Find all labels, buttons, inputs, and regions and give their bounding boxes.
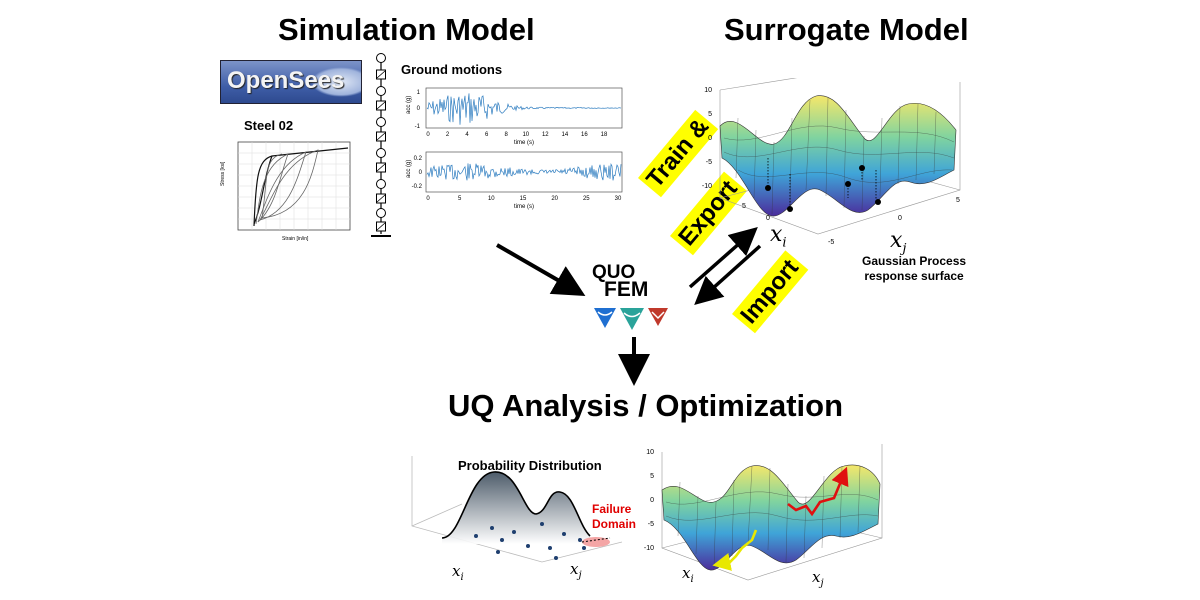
ground-motion-1-plot: acc (g) 1 0 -1 0 2 4 6 8 10 12 14 16 18 time (s) [406, 87, 623, 146]
opt-ztick: 0 [650, 497, 654, 504]
gm2-ytick: 0.2 [414, 156, 423, 162]
ground-motion-2-plot: acc (g) 0.2 0 -0.2 0 5 10 15 20 25 30 time (s) [406, 151, 623, 210]
opensees-logo: OpenSees [220, 60, 362, 104]
surf-ztick: 10 [704, 87, 712, 94]
sim-to-quofem-arrow [496, 243, 586, 296]
quofem-fem-text: FEM [604, 278, 649, 301]
gm2-xlabel: time (s) [514, 204, 534, 210]
hysteresis-ylabel: Stress [ksi] [220, 161, 226, 186]
steel02-label: Steel 02 [244, 118, 294, 133]
gm2-ytick: -0.2 [412, 184, 423, 190]
opt-ztick: 5 [650, 473, 654, 480]
gp-caption: Gaussian Process response surface [862, 254, 967, 283]
surrogate-xi-label: xi [770, 222, 787, 251]
surrogate-model-heading: Surrogate Model [724, 12, 969, 47]
axis-tick-label: 10 [522, 132, 529, 138]
surrogate-surface-plot: 10 5 0 -5 -10 0 5 -5 0 5 [702, 78, 961, 246]
probability-distribution-label: Probability Distribution [458, 458, 602, 473]
import-arrow [694, 244, 762, 306]
quofem-quo-text: QUO [592, 262, 636, 283]
axis-tick-label: 14 [562, 132, 569, 138]
steel-hysteresis-plot: Stress [ksi] Strain [in/in] [220, 141, 351, 242]
axis-tick-label: 30 [615, 196, 622, 202]
gm1-ytick: 1 [417, 90, 421, 96]
axis-tick-label: 12 [542, 132, 549, 138]
axis-tick-label: 4 [465, 132, 469, 138]
surf-xtick: 5 [742, 203, 746, 210]
axis-tick-label: 8 [505, 132, 509, 138]
opt-ztick: 10 [646, 449, 654, 456]
gm1-ylabel: acc (g) [406, 96, 412, 114]
surf-ztick: 5 [708, 111, 712, 118]
gm1-xlabel: time (s) [514, 140, 534, 146]
quofem-logo-icon [594, 308, 668, 330]
surf-ztick: -5 [706, 159, 712, 166]
surf-ytick: 0 [898, 215, 902, 222]
opt-xi-label: xi [682, 564, 694, 585]
axis-tick-label: 18 [601, 132, 608, 138]
axis-tick-label: 5 [458, 196, 462, 202]
surf-ytick: 5 [956, 197, 960, 204]
failure-domain-label: Failure Domain [592, 502, 637, 531]
probability-distribution-plot [411, 456, 623, 563]
prob-xj-label: xj [570, 560, 582, 581]
surf-ytick: -5 [828, 239, 834, 246]
axis-tick-label: 25 [583, 196, 590, 202]
opt-xj-label: xj [812, 568, 824, 589]
opt-ztick: -5 [648, 521, 654, 528]
opensees-logo-text: OpenSees [227, 67, 345, 94]
optimization-surface-plot: 10 5 0 -5 -10 [644, 444, 883, 581]
gm1-ytick: 0 [417, 106, 421, 112]
surf-xtick: 0 [766, 215, 770, 222]
opt-ztick: -10 [644, 545, 654, 552]
axis-tick-label: 6 [485, 132, 489, 138]
simulation-model-heading: Simulation Model [278, 12, 535, 47]
gm2-ylabel: acc (g) [406, 160, 412, 178]
ground-motions-label: Ground motions [401, 62, 503, 77]
prob-xi-label: xi [452, 562, 464, 583]
gm2-ytick: 0 [419, 170, 423, 176]
axis-tick-label: 10 [488, 196, 495, 202]
uq-analysis-heading: UQ Analysis / Optimization [448, 388, 844, 423]
hysteresis-xlabel: Strain [in/in] [282, 236, 309, 242]
axis-tick-label: 20 [551, 196, 558, 202]
axis-tick-label: 16 [581, 132, 588, 138]
axis-tick-label: 15 [520, 196, 527, 202]
surrogate-xj-label: xj [890, 228, 907, 257]
surf-ztick: 0 [708, 135, 712, 142]
axis-tick-label: 0 [426, 196, 430, 202]
gm1-ytick: -1 [415, 124, 421, 130]
structure-column-model [371, 53, 391, 237]
surf-ztick: -10 [702, 183, 712, 190]
axis-tick-label: 0 [426, 132, 430, 138]
axis-tick-label: 2 [446, 132, 450, 138]
